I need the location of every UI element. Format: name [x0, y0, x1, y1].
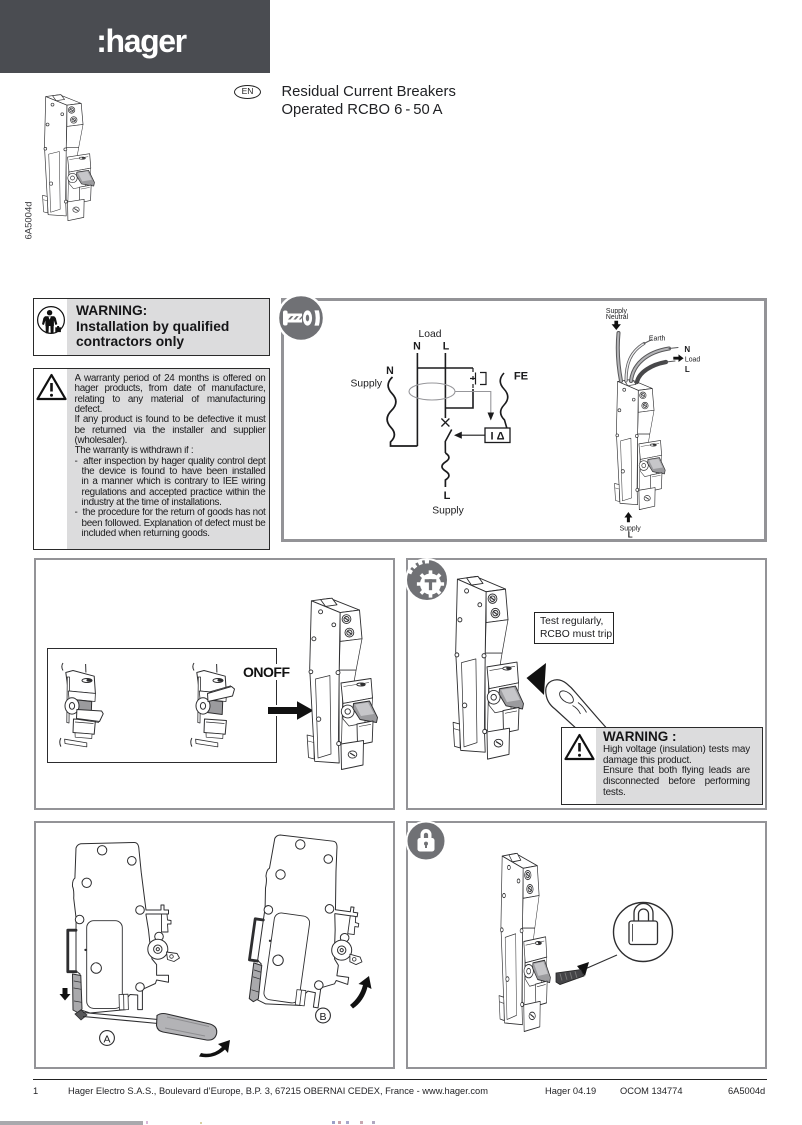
- svg-text:Neutral: Neutral: [606, 314, 629, 321]
- svg-text:L: L: [628, 531, 633, 539]
- svg-text:N: N: [684, 345, 690, 354]
- svg-text:FE: FE: [514, 371, 529, 383]
- svg-text:L: L: [685, 365, 690, 374]
- svg-text:A: A: [103, 1033, 110, 1045]
- svg-text:N: N: [386, 365, 394, 377]
- svg-text:Supply: Supply: [432, 506, 464, 517]
- svg-text:L: L: [444, 490, 451, 502]
- svg-text:B: B: [319, 1011, 326, 1023]
- svg-text:N: N: [413, 341, 421, 353]
- svg-text:Supply: Supply: [351, 379, 383, 390]
- svg-text:Load: Load: [419, 329, 442, 340]
- svg-text:Load: Load: [685, 356, 700, 363]
- svg-text:Earth: Earth: [649, 336, 666, 343]
- svg-text:Supply: Supply: [620, 526, 642, 533]
- svg-text:I Δ: I Δ: [490, 431, 504, 443]
- svg-text:L: L: [443, 341, 450, 353]
- svg-text:Supply: Supply: [606, 308, 628, 315]
